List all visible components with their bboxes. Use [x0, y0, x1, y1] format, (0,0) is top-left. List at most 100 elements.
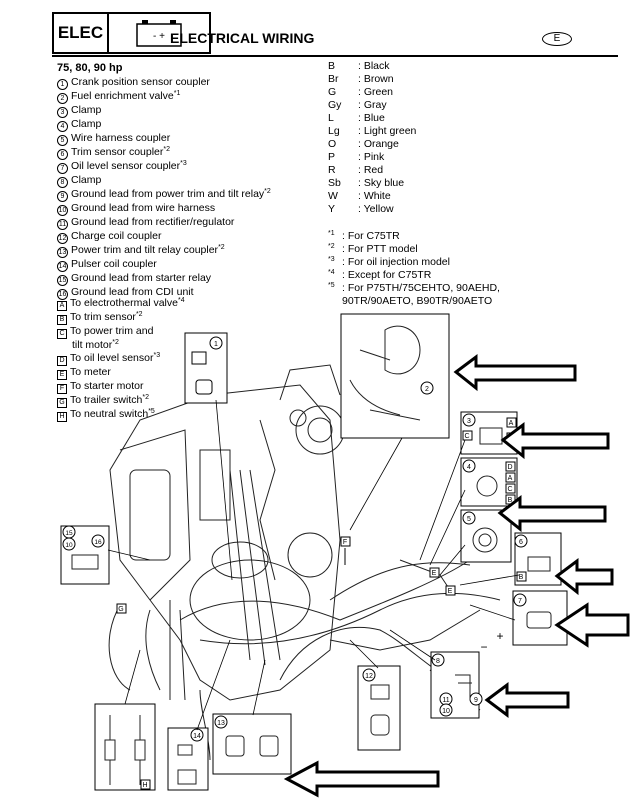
footnote: *5: For P75TH/75CEHTO, 90AEHD,	[328, 282, 500, 294]
svg-text:−: −	[480, 640, 487, 654]
color-row: R: Red	[328, 164, 384, 176]
arrow-icon	[484, 682, 570, 718]
header-rule	[52, 55, 618, 57]
svg-text:14: 14	[193, 733, 201, 740]
svg-text:2: 2	[425, 386, 429, 393]
color-row: Lg: Light green	[328, 125, 417, 137]
battery-icon: - +	[136, 20, 182, 47]
svg-text:15: 15	[65, 530, 73, 537]
callout-13: 13	[212, 713, 292, 775]
callout-2: 2	[340, 313, 450, 439]
svg-text:11: 11	[442, 697, 449, 704]
svg-text:9: 9	[474, 697, 478, 704]
callout-15-16: 15 10 16	[60, 525, 110, 585]
callout-8-9-10-11: 8 9 11 10	[430, 651, 483, 719]
svg-text:A: A	[509, 420, 514, 427]
svg-text:B: B	[508, 497, 513, 504]
callout-1: 1	[184, 332, 228, 404]
language-badge: E	[542, 32, 572, 46]
leader-lines	[107, 399, 520, 731]
color-row: Sb: Sky blue	[328, 177, 405, 189]
svg-text:7: 7	[518, 598, 522, 605]
callout-3: 3 A C B	[460, 411, 518, 455]
wire-color-legend: B: Black Br: Brown G: Green Gy: Gray L: …	[328, 60, 416, 216]
arrow-icon	[497, 495, 607, 533]
footnote: *2: For PTT model	[328, 243, 418, 255]
callout-neutral-switch: H	[94, 703, 156, 791]
arrow-icon	[283, 760, 440, 798]
svg-text:B: B	[519, 574, 524, 581]
callout-12: 12	[357, 665, 401, 751]
color-row: Gy: Gray	[328, 99, 387, 111]
connector-item: tilt motor*2	[72, 339, 119, 351]
svg-text:C: C	[464, 433, 469, 440]
color-row: Br: Brown	[328, 73, 394, 85]
svg-text:C: C	[507, 486, 512, 493]
footnote: *4: Except for C75TR	[328, 269, 432, 281]
section-code: ELEC	[52, 12, 109, 54]
color-row: W: White	[328, 190, 391, 202]
svg-text:8: 8	[436, 658, 440, 665]
svg-text:5: 5	[467, 516, 471, 523]
svg-text:3: 3	[467, 418, 471, 425]
battery-symbol-box: - +	[109, 12, 211, 54]
svg-text:E: E	[432, 570, 437, 577]
svg-text:+: +	[496, 629, 503, 643]
battery-signs: - +	[153, 31, 165, 42]
svg-text:13: 13	[217, 720, 225, 727]
color-row: O: Orange	[328, 138, 399, 150]
svg-text:6: 6	[519, 539, 523, 546]
svg-text:10: 10	[442, 708, 450, 715]
model-range: 75, 80, 90 hp	[57, 62, 123, 74]
footnotes: *1: For C75TR *2: For PTT model *3: For …	[328, 230, 500, 308]
arrow-icon	[554, 558, 614, 596]
footnote: 90TR/90AETO, B90TR/90AETO	[342, 295, 493, 307]
svg-text:12: 12	[365, 673, 373, 680]
callout-7: 7 + −	[480, 590, 568, 654]
page-header: ELEC - + ELECTRICAL WIRING E	[52, 12, 618, 57]
svg-text:D: D	[507, 464, 512, 471]
callout-14: 14	[167, 727, 209, 791]
svg-text:E: E	[448, 588, 453, 595]
arrow-icons	[283, 354, 630, 798]
svg-text:H: H	[142, 782, 147, 789]
footnote: *3: For oil injection model	[328, 256, 450, 268]
callout-4: 4 D A C B	[460, 457, 518, 507]
color-row: P: Pink	[328, 151, 385, 163]
page-title: ELECTRICAL WIRING	[170, 30, 315, 46]
svg-text:G: G	[118, 606, 123, 613]
callout-6: 6 B	[514, 532, 562, 586]
footnote: *1: For C75TR	[328, 230, 400, 242]
arrow-icon	[500, 422, 610, 460]
svg-text:16: 16	[94, 539, 102, 546]
svg-text:10: 10	[65, 542, 73, 549]
connector-tags: F G E E	[116, 536, 456, 614]
